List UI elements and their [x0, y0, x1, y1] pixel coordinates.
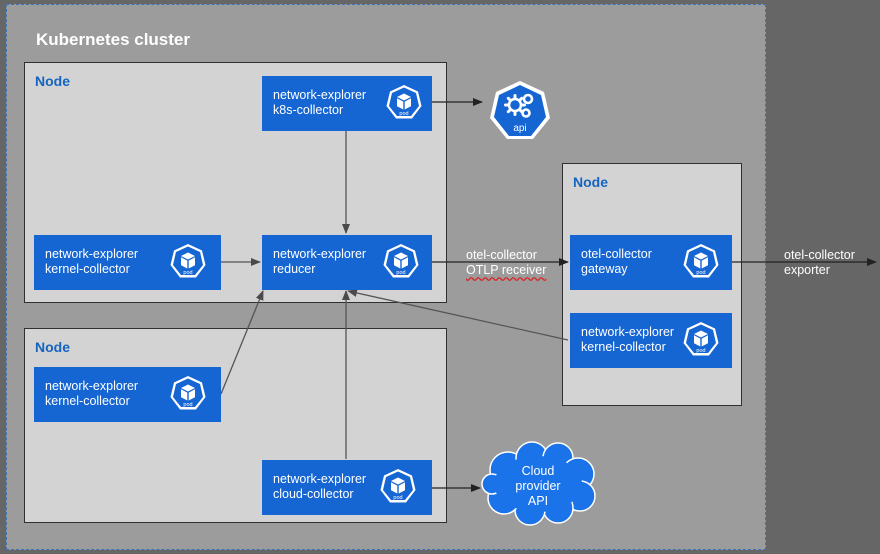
svg-text:pod: pod — [696, 348, 705, 354]
cluster-title: Kubernetes cluster — [36, 30, 190, 49]
cloud-icon — [481, 441, 596, 526]
cloud-line: Cloud — [521, 464, 555, 478]
component-name: network-explorer — [273, 88, 367, 102]
cloud-provider-api-label: Cloud provider API — [478, 464, 598, 509]
svg-text:pod: pod — [696, 270, 705, 276]
edge-label-line: otel-collector — [784, 248, 855, 262]
pod-icon: pod — [385, 84, 423, 122]
component-role: kernel-collector — [45, 394, 130, 408]
svg-text:pod: pod — [183, 270, 192, 276]
component-role: reducer — [273, 262, 316, 276]
arrow-kernel2-to-reducer — [220, 290, 264, 395]
pod-icon: pod — [682, 243, 720, 281]
component-name: network-explorer — [45, 247, 139, 261]
pod-icon: pod — [169, 243, 207, 281]
component-role: kernel-collector — [45, 262, 130, 276]
kernel-collector-box: network-explorer kernel-collector pod — [570, 313, 732, 368]
component-name: network-explorer — [273, 472, 367, 486]
otel-gateway-box: otel-collector gateway pod — [570, 235, 732, 290]
otlp-receiver-label: otel-collector OTLP receiver — [466, 248, 546, 278]
svg-text:pod: pod — [393, 495, 402, 501]
cloud-collector-box: network-explorer cloud-collector pod — [262, 460, 432, 515]
component-role: k8s-collector — [273, 103, 344, 117]
component-role: cloud-collector — [273, 487, 354, 501]
pod-icon: pod — [169, 375, 207, 413]
edge-label-line: OTLP receiver — [466, 263, 546, 278]
pod-icon: pod — [682, 321, 720, 359]
api-label: api — [513, 123, 526, 134]
component-role: kernel-collector — [581, 340, 666, 354]
cloud-line: provider — [515, 479, 561, 493]
kernel-collector-box: network-explorer kernel-collector pod — [34, 235, 221, 290]
component-name: otel-collector — [581, 247, 652, 261]
arrow-kernel3-to-reducer — [347, 289, 569, 341]
component-name: network-explorer — [45, 379, 139, 393]
node-label: Node — [35, 339, 70, 355]
svg-text:pod: pod — [183, 402, 192, 408]
component-role: gateway — [581, 262, 628, 276]
edge-label-line: exporter — [784, 263, 830, 277]
k8s-collector-box: network-explorer k8s-collector pod — [262, 76, 432, 131]
node-label: Node — [35, 73, 70, 89]
pod-icon: pod — [382, 243, 420, 281]
receiver-squiggle-text: OTLP receiver — [466, 263, 547, 277]
pod-icon: pod — [379, 468, 417, 506]
kernel-collector-box: network-explorer kernel-collector pod — [34, 367, 221, 422]
svg-text:pod: pod — [399, 111, 408, 117]
reducer-box: network-explorer reducer pod — [262, 235, 432, 290]
cloud-line: API — [527, 494, 549, 508]
kubernetes-api-icon: api — [490, 81, 550, 139]
svg-text:pod: pod — [396, 270, 405, 276]
component-name: network-explorer — [273, 247, 367, 261]
exporter-label: otel-collector exporter — [784, 248, 855, 278]
node-label: Node — [573, 174, 608, 190]
edge-label-line: otel-collector — [466, 248, 537, 262]
component-name: network-explorer — [581, 325, 675, 339]
